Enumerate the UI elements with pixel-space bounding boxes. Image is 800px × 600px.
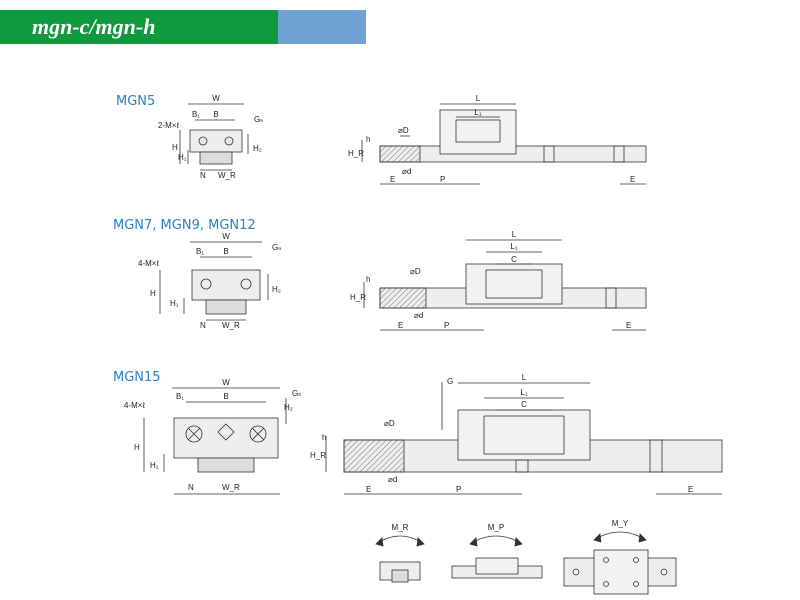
header-green-block: mgn-c/mgn-h xyxy=(0,10,278,44)
mgn5-dim-L1: L₁ xyxy=(474,108,481,117)
mgn15-dim-H1: H₁ xyxy=(150,461,159,470)
mgn7-dim-L1: L₁ xyxy=(510,242,517,251)
mgn5-dim-HR: H_R xyxy=(348,149,364,158)
mgn5-dim-L: L xyxy=(476,94,481,103)
mgn5-side-view xyxy=(361,103,647,185)
mgn15-dim-h: h xyxy=(322,433,326,442)
mgn5-dim-H: H xyxy=(172,143,178,152)
mgn7-side-view xyxy=(363,239,647,331)
section-label-mgn7-9-12: MGN7, MGN9, MGN12 xyxy=(113,218,256,233)
mgn5-dim-WR: W_R xyxy=(218,171,236,180)
mgn15-dim-G: G xyxy=(447,377,453,386)
mgn15-dim-N: N xyxy=(188,483,194,492)
mgn5-dim-E: E xyxy=(390,175,395,184)
moment-diagram-pitch xyxy=(451,535,543,579)
mgn7-dim-W: W xyxy=(222,232,230,241)
moment-label-mp: M_P xyxy=(488,523,504,532)
mgn5-dim-P: P xyxy=(440,175,445,184)
mgn7-dim-D: ⌀D xyxy=(410,267,421,276)
header-blue-block xyxy=(278,10,366,44)
mgn5-ball-left xyxy=(198,136,208,146)
mgn7-dim-d: ⌀d xyxy=(414,311,423,320)
mgn7-dim-H2: H₂ xyxy=(272,285,281,294)
mgn15-dim-D: ⌀D xyxy=(384,419,395,428)
section-label-mgn5: MGN5 xyxy=(116,94,156,109)
mgn7-dim-L: L xyxy=(512,230,517,239)
mgn5-dim-B: B xyxy=(213,110,218,119)
mgn5-dim-M: 2-M×ℓ xyxy=(158,121,179,130)
mgn15-side-view xyxy=(325,382,723,495)
mgn15-dim-E2: E xyxy=(688,485,693,494)
moment-diagram-roll xyxy=(375,535,425,583)
mgn7-dim-h: h xyxy=(366,275,370,284)
mgn7-dim-WR: W_R xyxy=(222,321,240,330)
mgn7-dim-B: B xyxy=(223,247,228,256)
mgn7-front-view xyxy=(159,241,269,321)
mgn15-dim-E: E xyxy=(366,485,371,494)
mgn5-dim-W: W xyxy=(212,94,220,103)
mgn7-dim-B1: B₁ xyxy=(196,247,204,256)
moment-label-mr: M_R xyxy=(392,523,409,532)
mgn15-dim-P: P xyxy=(456,485,461,494)
mgn15-dim-d: ⌀d xyxy=(388,475,397,484)
mgn15-dim-H2: H₂ xyxy=(284,403,293,412)
mgn5-front-view xyxy=(179,103,249,171)
mgn7-dim-H: H xyxy=(150,289,156,298)
mgn7-dim-E2: E xyxy=(626,321,631,330)
mgn15-ball-right xyxy=(249,425,267,443)
mgn7-dim-H1: H₁ xyxy=(170,299,179,308)
mgn5-dim-h: h xyxy=(366,135,370,144)
section-label-mgn15: MGN15 xyxy=(113,370,161,385)
mgn7-dim-C: C xyxy=(511,255,517,264)
mgn15-dim-H: H xyxy=(134,443,140,452)
moment-label-my: M_Y xyxy=(612,519,629,528)
mgn7-dim-E: E xyxy=(398,321,403,330)
mgn15-dim-L: L xyxy=(522,373,527,382)
moment-diagram-yaw xyxy=(563,531,677,595)
mgn7-dim-P: P xyxy=(444,321,449,330)
header-bar: mgn-c/mgn-h xyxy=(0,10,366,44)
mgn15-ball-left xyxy=(185,425,203,443)
mgn7-dim-M: 4-M×ℓ xyxy=(138,259,159,268)
mgn7-dim-HR: H_R xyxy=(350,293,366,302)
mgn5-dim-D: ⌀D xyxy=(398,126,409,135)
mgn7-dim-N: N xyxy=(200,321,206,330)
mgn5-dim-d: ⌀d xyxy=(402,167,411,176)
mgn15-dim-Gn: Gₙ xyxy=(292,389,301,398)
mgn15-dim-B1: B₁ xyxy=(176,392,184,401)
mgn15-dim-M: 4-M×ℓ xyxy=(124,401,145,410)
mgn5-dim-H1: H₁ xyxy=(178,153,187,162)
mgn5-dim-N: N xyxy=(200,171,206,180)
page-title: mgn-c/mgn-h xyxy=(32,14,156,39)
mgn5-dim-H2: H₂ xyxy=(253,144,262,153)
mgn7-dim-Gn: Gₙ xyxy=(272,243,281,252)
mgn15-dim-C: C xyxy=(521,400,527,409)
mgn15-front-view xyxy=(143,387,287,495)
mgn5-dim-B1: B₁ xyxy=(192,110,200,119)
mgn15-dim-L1: L₁ xyxy=(520,388,527,397)
mgn5-dim-E2: E xyxy=(630,175,635,184)
mgn5-ball-right xyxy=(224,136,234,146)
mgn5-dim-Gn: Gₙ xyxy=(254,115,263,124)
mgn15-dim-W: W xyxy=(222,378,230,387)
mgn15-dim-HR: H_R xyxy=(310,451,326,460)
mgn15-dim-WR: W_R xyxy=(222,483,240,492)
mgn15-dim-B: B xyxy=(223,392,228,401)
